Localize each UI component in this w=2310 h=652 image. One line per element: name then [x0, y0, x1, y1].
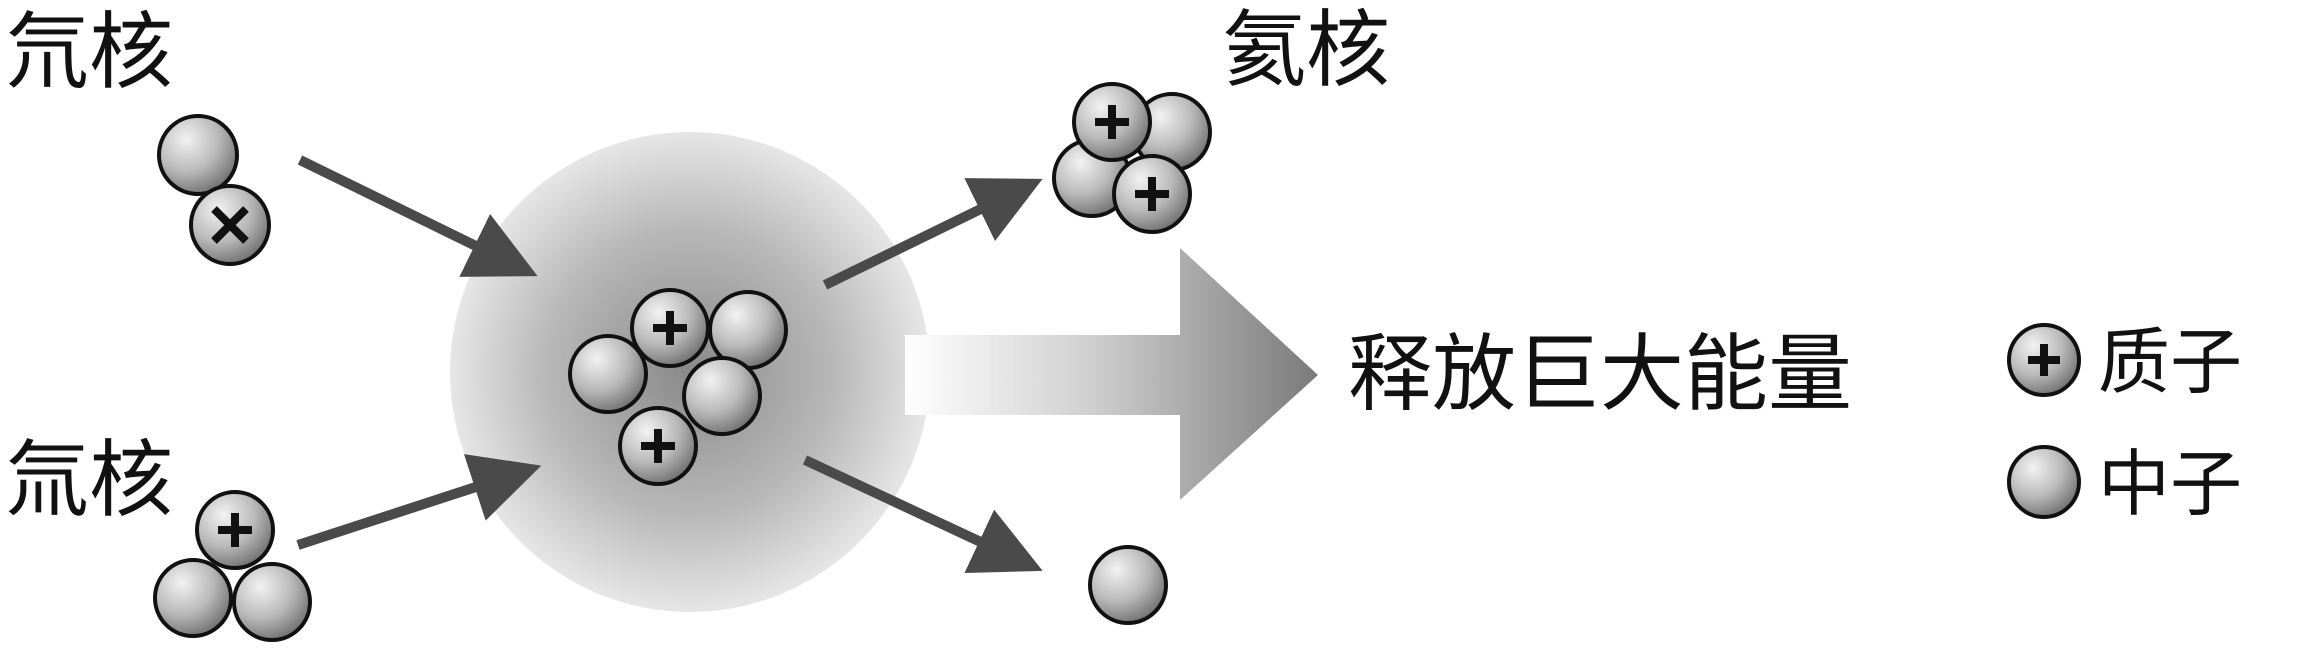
plus-icon	[653, 311, 687, 345]
plus-icon	[1095, 105, 1129, 139]
deuterium-label: 氘核	[5, 3, 174, 101]
energy-label: 释放巨大能量	[1348, 325, 1853, 423]
plus-icon	[1135, 177, 1169, 211]
legend-neutron-icon	[2007, 445, 2081, 519]
plus-icon	[641, 429, 675, 463]
neutron-particle	[568, 334, 648, 414]
arrow-in-bottom	[296, 454, 542, 550]
neutron-particle	[153, 558, 233, 638]
neutron-particle	[232, 562, 312, 642]
proton-sign-icon	[211, 206, 249, 244]
neutron-particle	[682, 356, 762, 436]
legend-proton-label: 质子	[2098, 320, 2243, 404]
helium-nucleus	[1052, 82, 1212, 234]
plus-icon	[218, 513, 252, 547]
legend-proton-icon	[2007, 323, 2081, 397]
helium-label: 氦核	[1222, 1, 1391, 99]
neutron-particle	[157, 114, 239, 196]
arrow-in-top	[297, 155, 538, 277]
fused-nucleus	[568, 288, 788, 486]
energy-arrow	[905, 248, 1318, 500]
free-neutron	[1088, 545, 1168, 625]
tritium-label: 氚核	[5, 431, 174, 529]
arrow-out-neutron	[802, 455, 1043, 574]
legend-neutron-label: 中子	[2098, 442, 2243, 526]
deuterium-nucleus	[157, 114, 271, 266]
tritium-nucleus	[153, 490, 312, 642]
arrow-out-helium	[822, 178, 1043, 290]
